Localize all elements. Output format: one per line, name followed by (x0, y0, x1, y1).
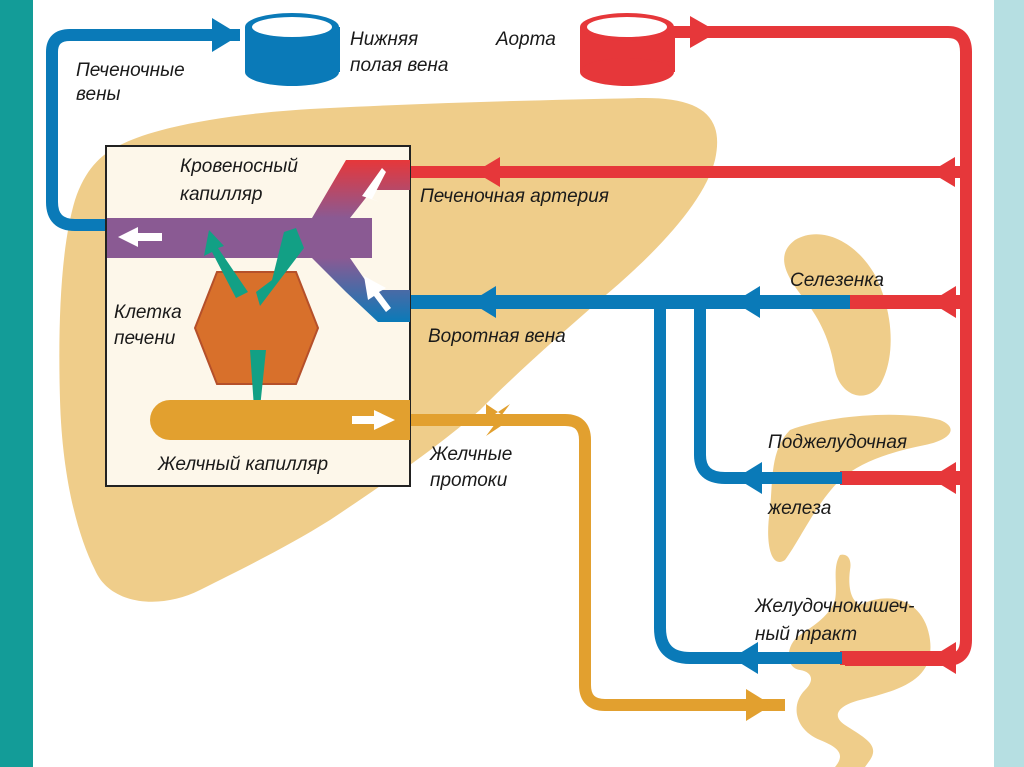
portal-vein-flow-arrow-icon (470, 286, 496, 318)
hepatic-artery-flow-arrow-icon (475, 157, 500, 187)
bile-duct-flow-arrow-icon (486, 404, 510, 436)
gi-vein-flow-arrow-icon (732, 642, 758, 674)
bile-capillary-flow-arrow-icon (352, 410, 395, 430)
label-ivc-2: полая вена (350, 55, 448, 76)
capillary-junction (330, 218, 372, 258)
cell-to-capillary-arrow-icon (204, 230, 248, 298)
inferior-vena-cava-cylinder-icon (245, 13, 340, 86)
spleen-shape (784, 234, 891, 396)
capillary-arterial-branch (312, 160, 410, 218)
hepatic-artery-branch-arrow-icon (930, 157, 955, 187)
aorta-cylinder-icon (580, 13, 675, 86)
pancreas-shape (768, 414, 951, 562)
splenic-vein-flow-arrow-icon (734, 286, 760, 318)
left-decorative-band (0, 0, 33, 767)
splenic-artery-flow-arrow-icon (930, 286, 956, 318)
arterial-inflow-arrow-icon (362, 168, 386, 202)
label-pancreas-2: железа (767, 498, 831, 519)
label-bile-capillary: Желчный капилляр (157, 454, 328, 475)
liver-cell-hexagon (193, 271, 320, 385)
label-spleen: Селезенка (790, 270, 884, 291)
label-hepatic-veins: Печеночные (76, 60, 185, 81)
right-decorative-band (994, 0, 1024, 767)
hepatic-vein-flow-arrow-icon (212, 18, 240, 52)
label-blood-capillary-2: капилляр (180, 184, 263, 205)
pancreatic-artery-flow-arrow-icon (930, 462, 956, 494)
label-hepatic-artery: Печеночная артерия (420, 186, 609, 207)
label-gi-tract-2: ный тракт (755, 624, 857, 645)
label-bile-ducts-2: протоки (430, 470, 508, 491)
gi-vein-vessel (654, 302, 842, 664)
pancreatic-vein-flow-arrow-icon (736, 462, 762, 494)
label-aorta: Аорта (495, 29, 556, 50)
pancreatic-vein-vessel (694, 302, 842, 484)
label-blood-capillary: Кровеносный (180, 156, 298, 177)
bile-duct-vessel (400, 414, 785, 711)
bile-duct-outflow-arrow-icon (746, 689, 772, 721)
aorta-vessel (672, 26, 972, 666)
bile-capillary-end (390, 400, 410, 440)
label-hepatic-veins-2: вены (76, 84, 121, 105)
gi-artery-flow-arrow-icon (930, 642, 956, 674)
capillary-to-cell-arrow-icon (256, 228, 304, 306)
label-bile-ducts: Желчные (429, 444, 512, 465)
bile-capillary-vessel (150, 400, 410, 440)
label-gi-tract: Желудочнокишеч- (754, 596, 914, 617)
label-liver-cell-2: печени (114, 328, 176, 349)
portal-inflow-arrow-icon (364, 276, 391, 312)
label-ivc: Нижняя (350, 29, 418, 50)
capillary-outflow-arrow-icon (118, 227, 162, 247)
hepatic-vein-vessel (46, 29, 240, 231)
label-liver-cell: Клетка (114, 302, 182, 323)
label-portal-vein: Воротная вена (428, 326, 566, 347)
aorta-flow-arrow-icon (690, 16, 718, 48)
label-pancreas: Поджелудочная (768, 432, 907, 453)
